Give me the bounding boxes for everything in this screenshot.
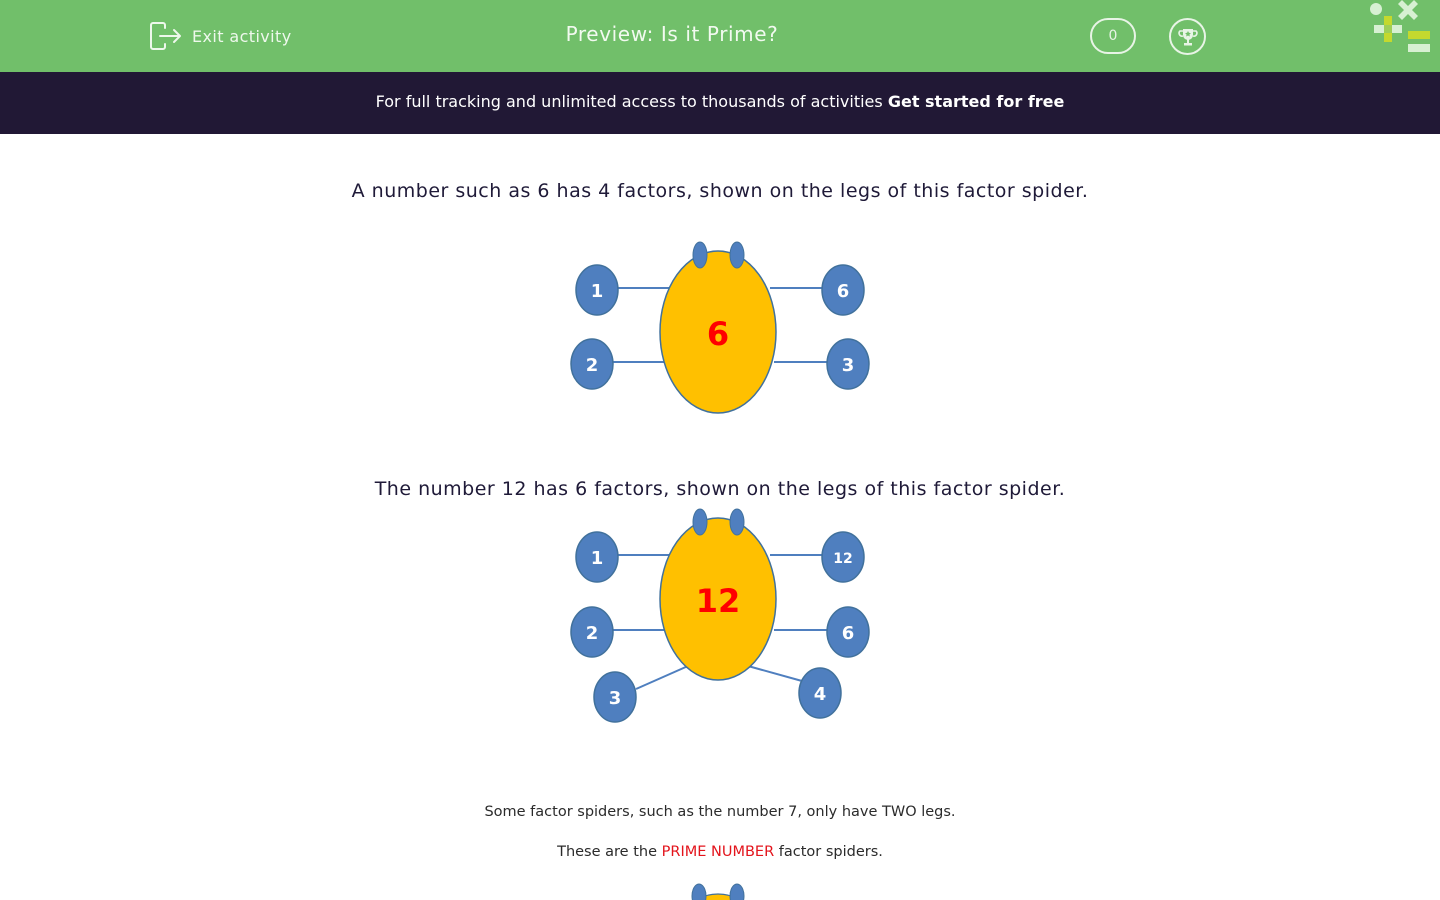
banner-text: For full tracking and unlimited access t… bbox=[375, 92, 888, 111]
spider-leg-label: 3 bbox=[609, 688, 622, 709]
info-text-2-after: factor spiders. bbox=[774, 844, 883, 860]
top-bar: Exit activity Preview: Is it Prime? 0 bbox=[0, 0, 1440, 72]
spider-leg-label: 12 bbox=[833, 551, 852, 567]
spider-leg-label: 2 bbox=[586, 355, 599, 376]
get-started-link[interactable]: Get started for free bbox=[887, 92, 1065, 111]
info-text-2-before: These are the bbox=[557, 844, 662, 860]
spider-body-number: 6 bbox=[707, 315, 729, 353]
question-heading-2: The number 12 has 6 factors, shown on th… bbox=[374, 478, 1066, 500]
spider-body-number: 12 bbox=[696, 582, 741, 620]
exit-icon bbox=[150, 22, 181, 50]
spider-leg-label: 3 bbox=[842, 355, 855, 376]
page-title: Preview: Is it Prime? bbox=[565, 22, 779, 46]
promo-banner: For full tracking and unlimited access t… bbox=[0, 72, 1440, 134]
factor-spider-7-partial bbox=[691, 883, 745, 900]
score-badge: 0 bbox=[1090, 18, 1136, 54]
question-heading-1: A number such as 6 has 4 factors, shown … bbox=[351, 180, 1089, 202]
trophy-icon bbox=[1177, 28, 1198, 45]
spider-leg-label: 1 bbox=[591, 548, 604, 569]
factor-spider-12: 12 1 2 3 12 6 4 bbox=[570, 508, 870, 723]
trophy-button[interactable] bbox=[1169, 18, 1206, 55]
info-text-2: These are the PRIME NUMBER factor spider… bbox=[0, 844, 1440, 860]
logo-icon bbox=[1370, 0, 1430, 52]
spider-leg-label: 6 bbox=[837, 281, 850, 302]
prime-number-highlight: PRIME NUMBER bbox=[661, 844, 775, 860]
exit-activity-button[interactable]: Exit activity bbox=[149, 21, 292, 51]
spider-leg-label: 4 bbox=[814, 684, 827, 705]
factor-spider-6: 6 1 2 6 3 bbox=[570, 241, 870, 414]
spider-leg-label: 1 bbox=[591, 281, 604, 302]
spider-leg-label: 2 bbox=[586, 623, 599, 644]
spider-leg-label: 6 bbox=[842, 623, 855, 644]
exit-activity-label: Exit activity bbox=[192, 26, 292, 46]
info-text-1: Some factor spiders, such as the number … bbox=[484, 804, 956, 820]
